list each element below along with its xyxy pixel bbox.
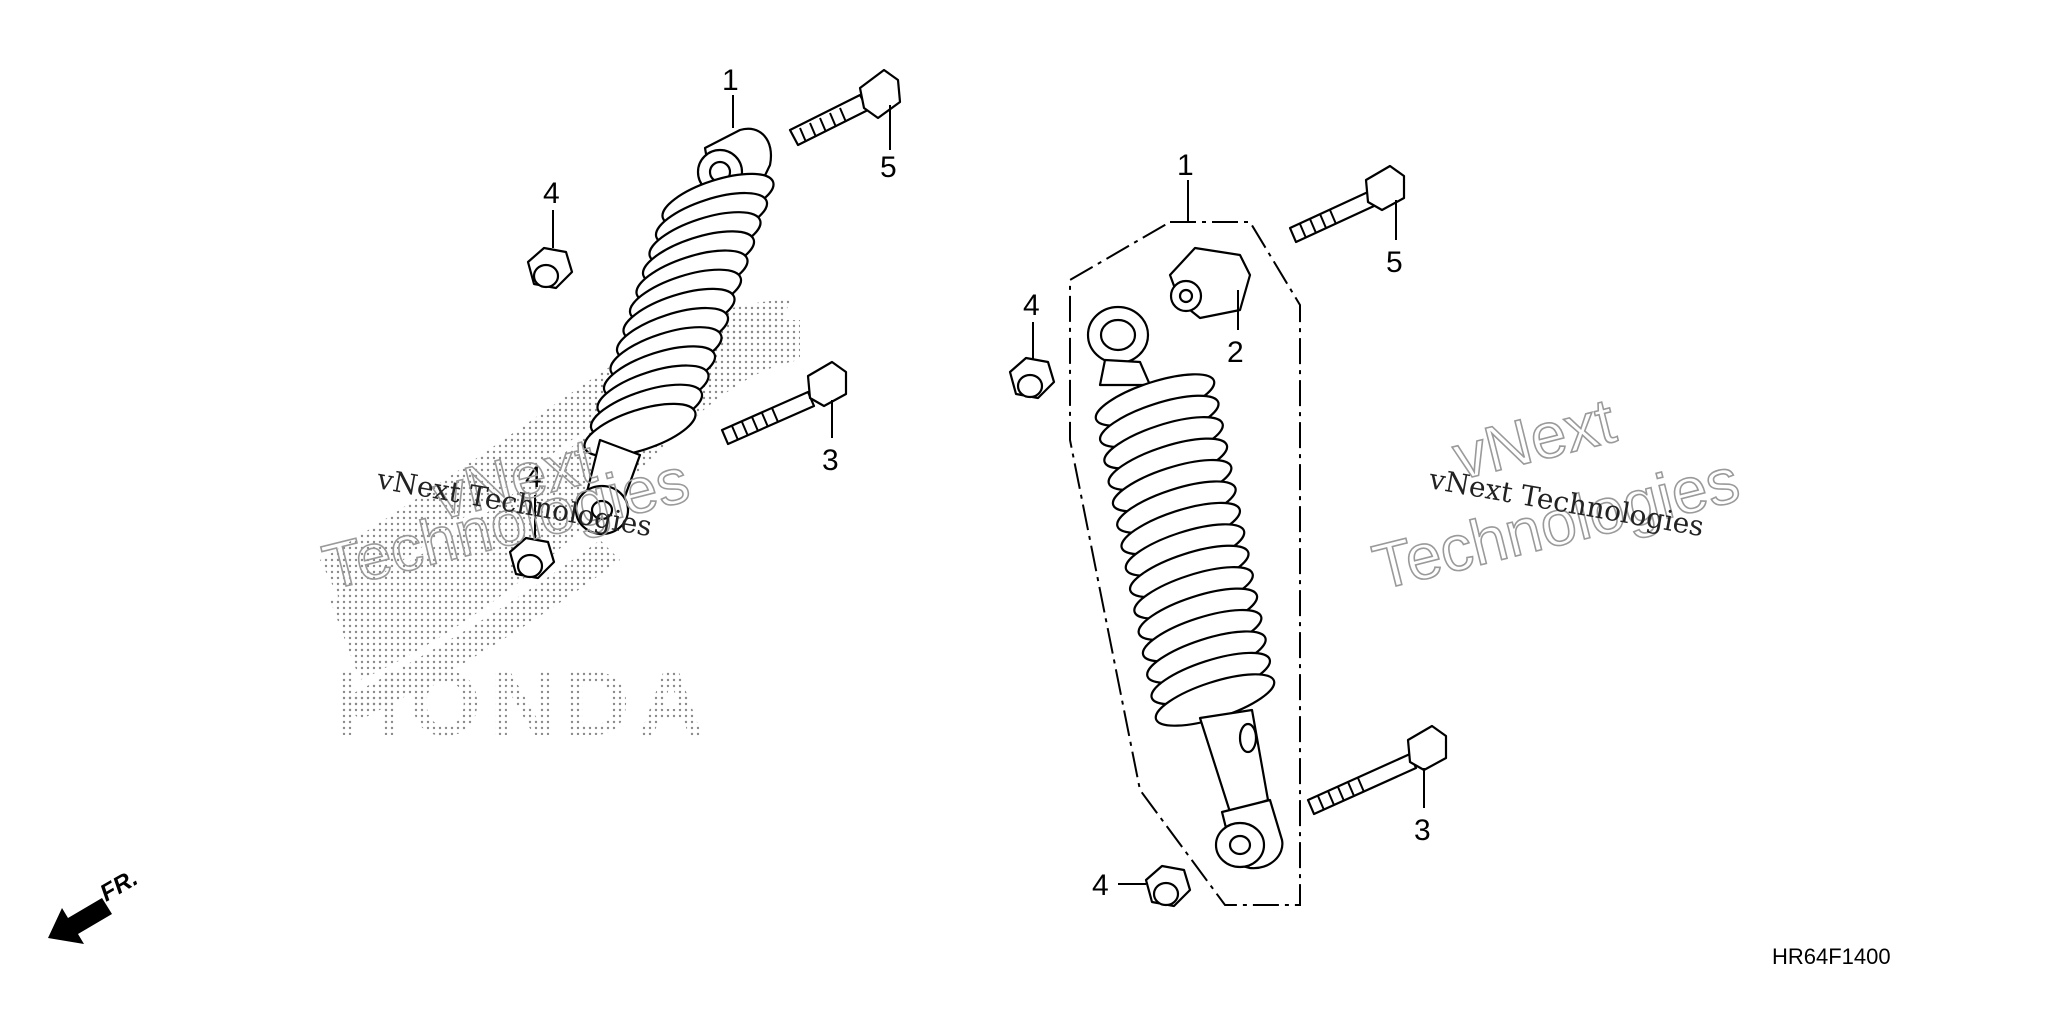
watermark-right: Technologies vNext vNext Technologies <box>1365 383 1747 604</box>
spring-coil <box>583 402 697 458</box>
callout-right-bushing: 2 <box>1227 336 1244 369</box>
callout-right-bolt-top: 5 <box>1386 246 1403 279</box>
callout-left-bolt-top: 5 <box>880 151 897 184</box>
right-nut-top <box>1008 356 1056 400</box>
callout-right-nut-bottom: 4 <box>1092 869 1109 902</box>
callout-right-nut-top: 4 <box>1023 289 1040 322</box>
right-shock-absorber <box>1086 305 1284 870</box>
left-nut-bottom <box>508 536 556 580</box>
diagram-code: HR64F1400 <box>1772 944 1891 969</box>
honda-logo-text: HONDA <box>335 653 712 755</box>
left-nut-top <box>526 246 574 290</box>
front-direction-indicator: FR. <box>48 864 142 944</box>
callout-left-bolt-bottom: 3 <box>822 444 839 477</box>
callout-left-nut-bottom: 4 <box>525 461 542 494</box>
right-bolt-bottom <box>1306 724 1448 816</box>
callout-right-bolt-bottom: 3 <box>1414 814 1431 847</box>
left-bolt-bottom <box>720 360 848 446</box>
callout-left-shock: 1 <box>722 64 739 97</box>
right-bushing <box>1168 246 1252 320</box>
arrow-icon <box>48 898 112 944</box>
left-bolt-top <box>788 68 902 147</box>
right-bolt-top <box>1288 164 1406 244</box>
callout-right-shock: 1 <box>1177 149 1194 182</box>
left-shock-absorber <box>574 127 775 536</box>
callout-left-nut-top: 4 <box>543 177 560 210</box>
assembly-outline <box>1069 221 1301 906</box>
right-nut-bottom <box>1144 864 1192 908</box>
